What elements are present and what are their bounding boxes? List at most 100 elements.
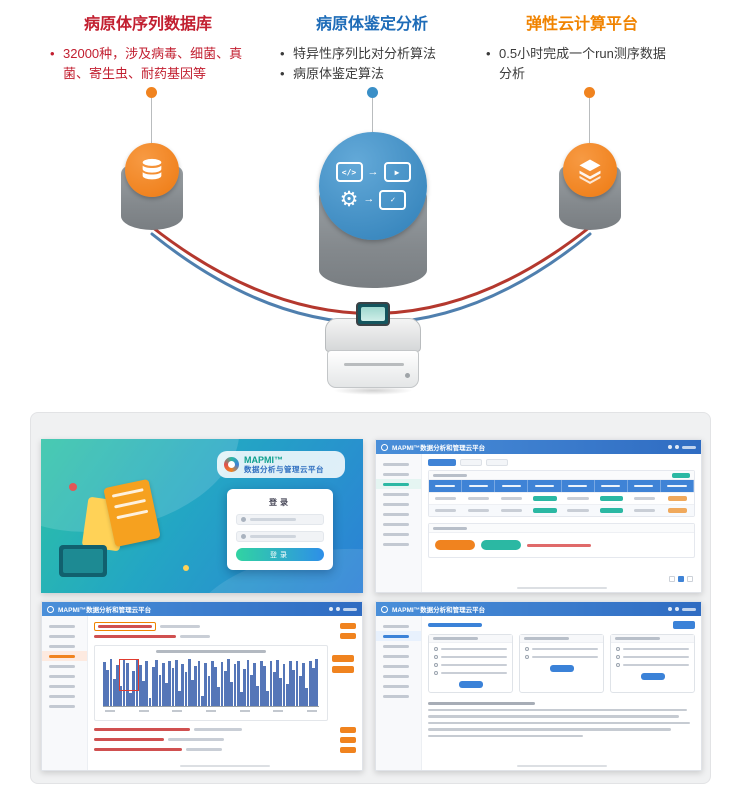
result-row[interactable] [94,621,356,631]
new-button[interactable] [673,621,695,629]
sidebar-item[interactable] [376,661,421,671]
view-button[interactable] [340,736,356,743]
sidebar-item-label [383,694,409,698]
radio-option[interactable] [429,651,512,659]
help-icon[interactable] [675,445,679,449]
sidebar-item[interactable] [376,651,421,661]
app-body [376,454,701,592]
sidebar-item[interactable] [376,641,421,651]
sidebar-item[interactable] [376,499,421,509]
header-label [567,484,588,488]
radio-option[interactable] [429,659,512,667]
sidebar-item[interactable] [376,691,421,701]
login-form-title: 登录 [269,498,291,507]
table-cell [628,493,661,504]
password-input[interactable] [236,531,324,542]
table-header-cell [595,480,628,492]
sidebar-item[interactable] [376,509,421,519]
sidebar-item[interactable] [42,651,87,661]
table-row[interactable] [429,492,694,504]
feature-bullet: 特异性序列比对分析算法 [280,44,464,64]
help-icon[interactable] [675,607,679,611]
sidebar-item[interactable] [376,469,421,479]
view-button[interactable] [340,623,356,629]
result-row[interactable] [94,745,356,755]
sidebar-item[interactable] [42,641,87,651]
active-tab[interactable] [428,459,456,466]
orange-action-button[interactable] [332,666,354,673]
sidebar-item[interactable] [376,681,421,691]
radio-option[interactable] [520,643,603,651]
add-button[interactable] [672,472,690,478]
table-header-cell [661,480,694,492]
select-button[interactable] [458,681,483,688]
sidebar-item[interactable] [42,681,87,691]
radio-option[interactable] [429,643,512,651]
option-label [623,647,689,651]
table-row[interactable] [429,504,694,516]
cloud-badge [563,143,617,197]
sidebar-item[interactable] [376,459,421,469]
sidebar-item[interactable] [376,621,421,631]
header-label [601,484,621,488]
select-button[interactable] [549,665,574,672]
radio-option[interactable] [611,651,694,659]
radio-option[interactable] [611,659,694,667]
option-label [532,655,598,659]
sidebar-item[interactable] [42,701,87,711]
help-icon[interactable] [336,607,340,611]
section-link[interactable] [428,623,482,627]
sidebar-item[interactable] [376,489,421,499]
sidebar-item[interactable] [42,671,87,681]
option-label [441,647,507,651]
table-cell [595,493,628,504]
header-label [501,484,521,488]
app-header: MAPMI™数据分析和管理云平台 [42,602,362,616]
sidebar-item[interactable] [376,671,421,681]
sidebar-item[interactable] [376,529,421,539]
result-row[interactable] [94,631,356,641]
action-button-row [429,533,694,557]
sidebar-item[interactable] [42,661,87,671]
result-row[interactable] [94,735,356,745]
sidebar-item[interactable] [42,631,87,641]
username-input[interactable] [236,514,324,525]
bell-icon[interactable] [668,445,672,449]
bell-icon[interactable] [668,607,672,611]
view-button[interactable] [340,633,356,639]
radio-option[interactable] [611,643,694,651]
sidebar-item[interactable] [376,519,421,529]
orange-action-button[interactable] [435,540,475,550]
feature-pathogen-database: 病原体序列数据库 32000种，涉及病毒、细菌、真菌、寄生虫、耐药基因等 [50,10,246,84]
result-row[interactable] [94,725,356,735]
radio-option[interactable] [520,651,603,659]
radio-icon [434,647,438,651]
result-meta [180,634,210,638]
header-label [667,484,687,488]
cell-value [667,508,688,513]
sidebar-item[interactable] [376,631,421,641]
settings-card [428,634,513,693]
sidebar-item[interactable] [42,621,87,631]
select-button[interactable] [640,673,665,680]
tab[interactable] [460,459,482,466]
table-cell [661,505,694,516]
device-base [327,350,419,388]
pagination[interactable] [669,576,693,582]
bell-icon[interactable] [329,607,333,611]
view-button[interactable] [340,746,356,753]
sidebar-item-label [49,634,75,638]
login-button[interactable]: 登录 [236,548,324,561]
result-text [94,634,176,638]
orange-action-button[interactable] [332,655,354,662]
tab[interactable] [486,459,508,466]
note-line [428,734,583,737]
sidebar-item[interactable] [376,479,421,489]
radio-option[interactable] [429,667,512,675]
footer-text [516,587,607,589]
sidebar-item-label [49,664,75,668]
view-button[interactable] [340,726,356,733]
sidebar-item[interactable] [42,691,87,701]
sidebar-item[interactable] [376,539,421,549]
teal-action-button[interactable] [481,540,521,550]
